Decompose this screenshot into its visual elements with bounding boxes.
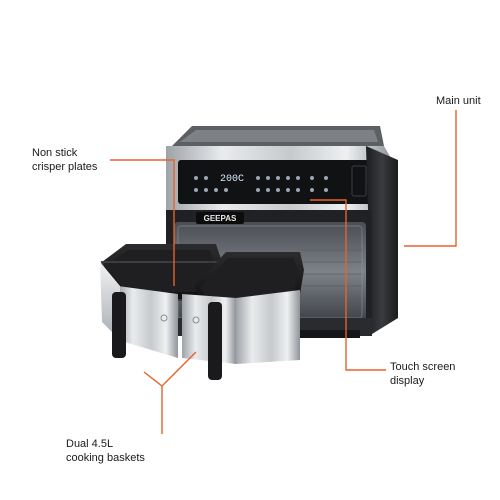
right-basket bbox=[182, 252, 304, 380]
label-dual-line2: cooking baskets bbox=[66, 452, 145, 464]
right-crisper-plate bbox=[200, 258, 298, 300]
window-rack-lines bbox=[300, 249, 362, 299]
callout-touch-screen bbox=[310, 199, 386, 371]
label-non-stick: Non stick crisper plates bbox=[32, 146, 97, 174]
unit-right-side bbox=[366, 146, 398, 334]
callout-non-stick bbox=[110, 159, 175, 286]
brand-logo: GEEPAS bbox=[204, 214, 237, 223]
left-basket-front bbox=[118, 286, 178, 358]
label-touch-screen: Touch screen display bbox=[390, 360, 455, 388]
right-release-button bbox=[192, 316, 200, 324]
label-touch-line1: Touch screen bbox=[390, 361, 456, 373]
label-touch-line2: display bbox=[390, 375, 425, 387]
left-basket bbox=[100, 244, 224, 358]
control-panel bbox=[178, 160, 378, 204]
label-main-unit: Main unit bbox=[436, 94, 481, 108]
baskets bbox=[100, 244, 304, 380]
left-crisper-plate bbox=[108, 250, 214, 292]
label-main-unit-text: Main unit bbox=[436, 95, 481, 107]
right-basket-handle bbox=[208, 302, 222, 380]
label-dual-baskets: Dual 4.5L cooking baskets bbox=[66, 437, 145, 465]
callout-lines bbox=[110, 110, 457, 434]
touch-icons bbox=[194, 176, 328, 192]
brand-plate bbox=[196, 212, 244, 224]
power-button bbox=[351, 165, 367, 197]
display-readout: 200C bbox=[220, 174, 244, 185]
label-non-stick-line2: crisper plates bbox=[32, 161, 98, 173]
label-non-stick-line1: Non stick bbox=[32, 147, 78, 159]
label-dual-line1: Dual 4.5L bbox=[66, 438, 114, 450]
callout-main-unit bbox=[404, 110, 457, 247]
right-basket-front bbox=[236, 290, 300, 364]
left-release-button bbox=[160, 314, 168, 322]
left-basket-handle bbox=[112, 292, 126, 358]
